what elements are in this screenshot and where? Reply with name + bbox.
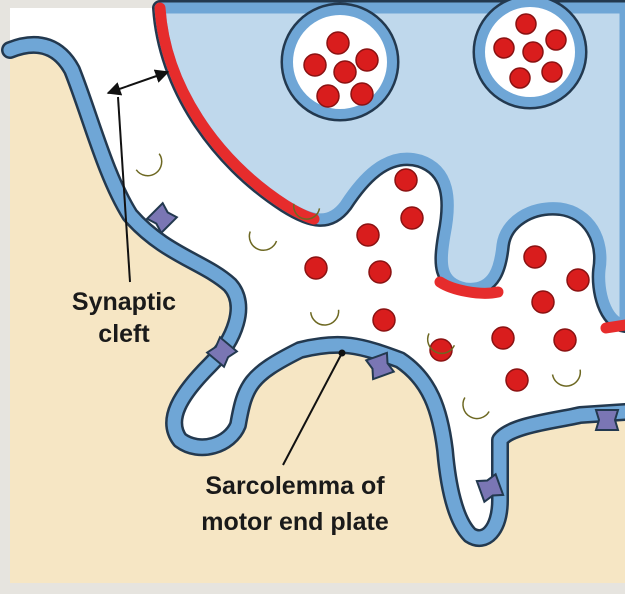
sarcolemma-label-line2: motor end plate [130,508,460,537]
synaptic-cleft-label-line2: cleft [34,320,214,349]
sarcolemma-pointer-dot [339,350,346,357]
synaptic-cleft-label-line1: Synaptic [34,288,214,317]
active-zone-right [606,325,625,328]
synaptic-vesicle-2 [480,2,580,102]
sarcolemma-label-line1: Sarcolemma of [130,472,460,501]
synaptic-vesicle-1 [288,10,392,114]
